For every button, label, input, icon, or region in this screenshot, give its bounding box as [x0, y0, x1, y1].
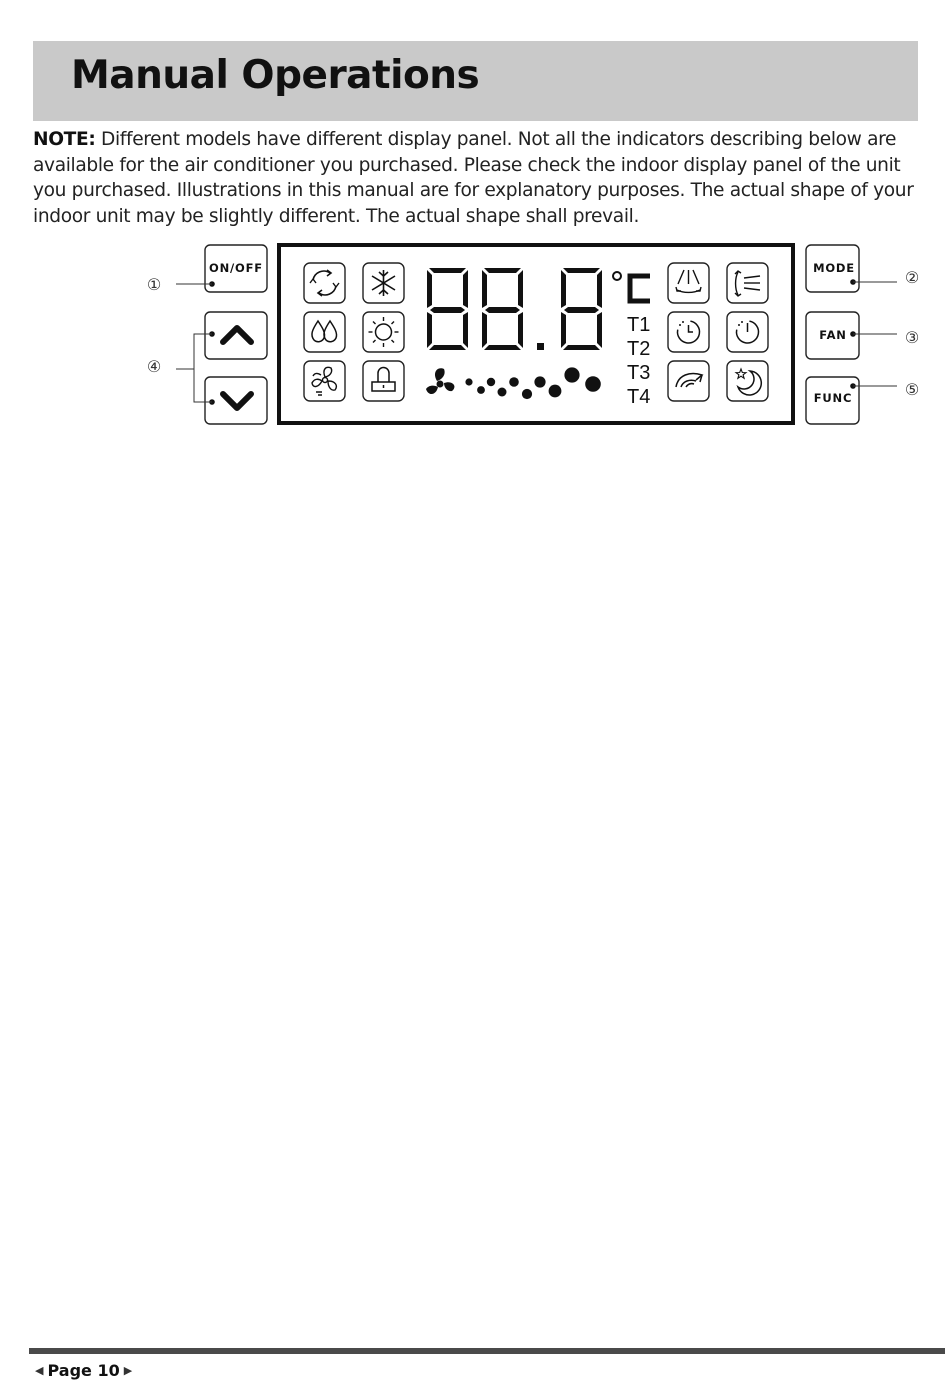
fan-speed-dot — [564, 367, 580, 383]
fan-speed-dot — [465, 378, 473, 386]
cool-snowflake-icon — [362, 262, 405, 304]
mode-button-label: MODE — [813, 261, 855, 275]
func-button[interactable]: FUNC — [805, 376, 860, 425]
digit-2 — [482, 268, 523, 350]
fan-speed-dot — [534, 376, 546, 388]
display-panel-figure: ON/OFF ① ④ MODE ② FAN — [0, 235, 950, 435]
fan-button-label: FAN — [819, 328, 846, 342]
celsius-indicator — [612, 271, 650, 304]
onoff-button[interactable]: ON/OFF — [204, 244, 268, 293]
timer-label-t2: T2 — [627, 338, 650, 360]
page-title: Manual Operations — [71, 53, 480, 98]
dry-drops-icon — [303, 311, 346, 353]
sleep-icon — [726, 360, 769, 402]
timer-on-icon — [667, 311, 710, 353]
digit-1 — [427, 268, 468, 350]
swing-vertical-icon — [667, 262, 710, 304]
callout-2: ② — [905, 268, 919, 287]
footer-rule — [29, 1348, 945, 1354]
fan-button[interactable]: FAN — [805, 311, 860, 360]
onoff-button-label: ON/OFF — [209, 261, 263, 275]
page-number: Page 10 — [47, 1360, 120, 1380]
up-button[interactable] — [204, 311, 268, 360]
fan-speed-dot — [509, 377, 519, 387]
func-button-label: FUNC — [814, 391, 852, 405]
callout-4: ④ — [147, 357, 161, 376]
lock-icon — [362, 360, 405, 402]
auto-mode-icon — [303, 262, 346, 304]
callout-3: ③ — [905, 328, 919, 347]
fan-speed-dots — [465, 367, 601, 400]
header-band: Manual Operations — [33, 41, 918, 121]
previous-page-icon[interactable]: ◀ — [35, 1363, 44, 1377]
fan-speed-dot — [521, 388, 533, 400]
heat-sun-icon — [362, 311, 405, 353]
fan-speed-dot — [585, 376, 601, 392]
fan-speed-fan-icon — [426, 368, 455, 395]
note-paragraph: NOTE: Different models have different di… — [33, 127, 923, 229]
timer-label-t3: T3 — [627, 362, 650, 384]
note-text: Different models have different display … — [33, 129, 914, 227]
turbo-icon — [667, 360, 710, 402]
down-button[interactable] — [204, 376, 268, 425]
fan-speed-dot — [477, 386, 485, 394]
next-page-icon[interactable]: ▶ — [123, 1363, 133, 1377]
chevron-down-icon — [220, 391, 254, 411]
swing-horizontal-icon — [726, 262, 769, 304]
fan-speed-dot — [548, 384, 562, 398]
timer-label-t1: T1 — [627, 314, 650, 336]
display-panel-drawing: ON/OFF ① ④ MODE ② FAN — [147, 243, 919, 425]
digit-3 — [561, 268, 602, 350]
decimal-point — [537, 343, 544, 350]
temperature-digits — [427, 268, 602, 350]
fan-speed-dot — [497, 387, 507, 397]
note-label: NOTE: — [33, 129, 96, 150]
callout-5: ⑤ — [905, 380, 919, 399]
callout-1: ① — [147, 275, 161, 294]
timer-label-t4: T4 — [627, 386, 650, 408]
timer-off-icon — [726, 311, 769, 353]
mode-button[interactable]: MODE — [805, 244, 860, 293]
fan-speed-dot — [486, 377, 496, 387]
fan-mode-icon — [303, 360, 346, 402]
display-screen — [277, 243, 795, 425]
chevron-up-icon — [220, 325, 254, 345]
page-footer: ◀ Page 10 ▶ — [31, 1360, 136, 1380]
